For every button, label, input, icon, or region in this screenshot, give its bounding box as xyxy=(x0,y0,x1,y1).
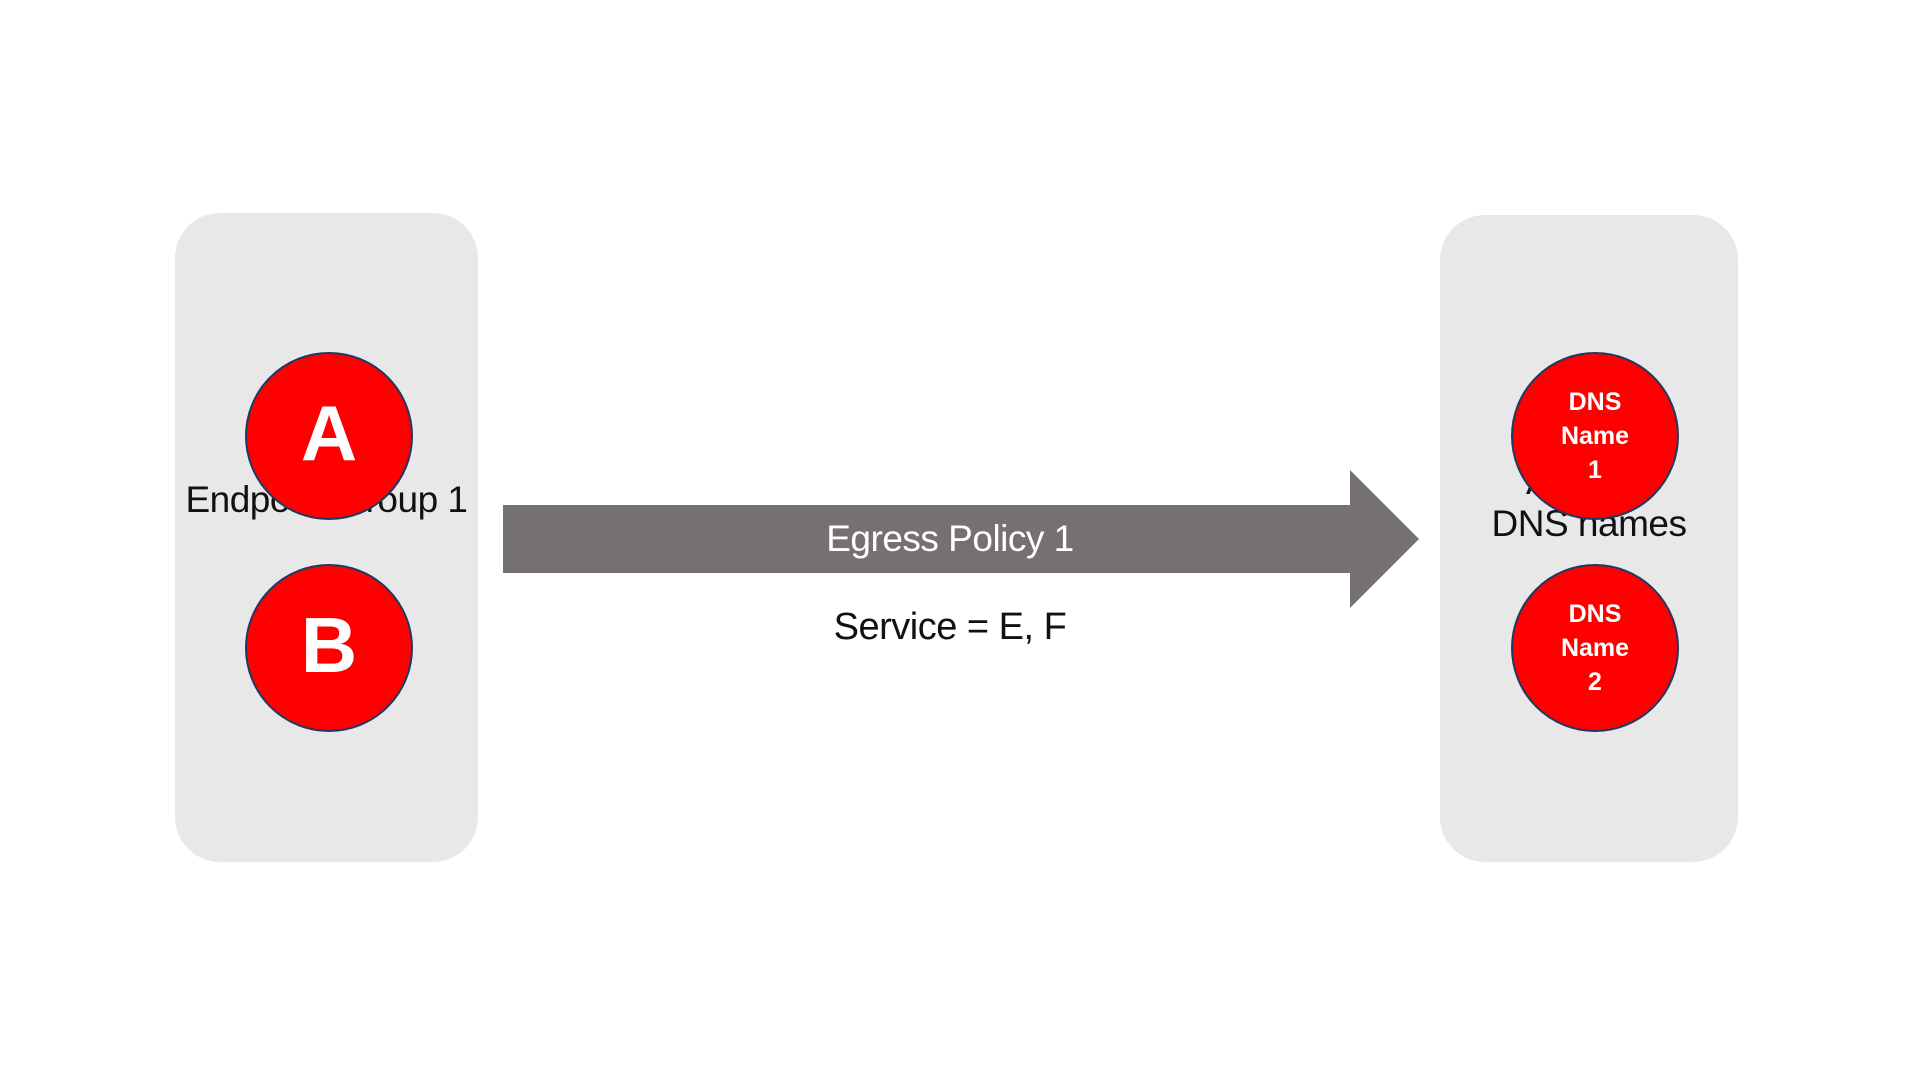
endpoint-group-panel: Endpoint Group 1 xyxy=(175,213,478,862)
dns-name-2-node: DNS Name 2 xyxy=(1511,564,1679,732)
endpoint-node-b: B xyxy=(245,564,413,732)
endpoint-node-a-label: A xyxy=(300,389,358,477)
dns-name-2-label: DNS Name 2 xyxy=(1560,600,1630,696)
egress-arrow-body xyxy=(503,505,1350,573)
allowed-dns-panel: Allowed DNS names xyxy=(1440,215,1738,862)
egress-arrow-head xyxy=(1350,470,1419,608)
endpoint-node-b-label: B xyxy=(300,601,358,689)
service-label: Service = E, F xyxy=(833,606,1067,648)
dns-name-1-node: DNS Name 1 xyxy=(1511,352,1679,520)
endpoint-node-a: A xyxy=(245,352,413,520)
egress-policy-label: Egress Policy 1 xyxy=(826,518,1074,559)
dns-name-1-label: DNS Name 1 xyxy=(1560,388,1630,484)
